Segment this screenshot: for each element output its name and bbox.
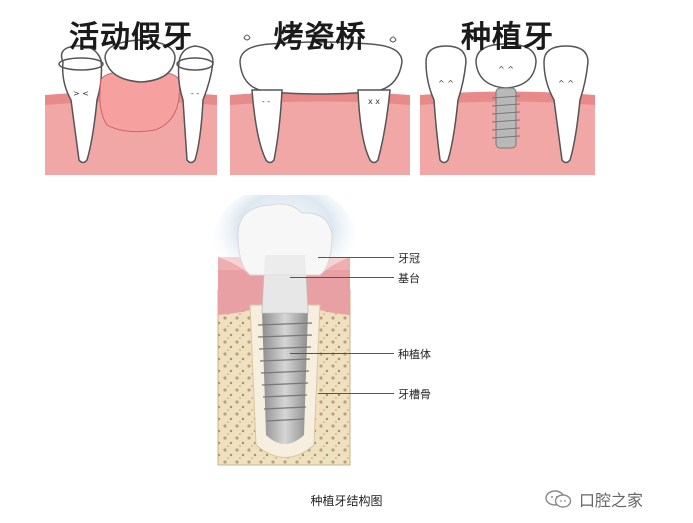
crown-leader-line: [318, 257, 394, 258]
label-implant-body: 种植体: [398, 348, 431, 361]
diagram-caption-text: 种植牙结构图: [310, 494, 383, 508]
svg-text:- -: - -: [262, 97, 270, 106]
implant-leader-line: [290, 353, 394, 354]
dental-implant-illustration: ^ ^ ^ ^ ^ ^: [420, 43, 595, 175]
label-abutment: 基台: [398, 272, 420, 285]
porcelain-bridge-illustration: - - x x: [230, 34, 410, 175]
removable-denture-illustration: > < - -: [45, 39, 217, 175]
wechat-icon: [545, 489, 573, 509]
svg-text:- -: - -: [191, 89, 199, 98]
panel-porcelain-bridge: - - x x 烤瓷桥: [230, 0, 410, 180]
implant-cross-section: [213, 195, 357, 466]
panel-title-porcelain-bridge: 烤瓷桥: [273, 20, 367, 55]
svg-text:^ ^: ^ ^: [438, 79, 454, 88]
panel-title-removable-denture: 活动假牙: [69, 20, 193, 55]
abutment-leader-line: [290, 277, 394, 278]
panel-removable-denture: > < - - 活动假牙: [45, 0, 217, 180]
svg-text:> <: > <: [73, 89, 89, 98]
panel-dental-implant: ^ ^ ^ ^ ^ ^ 种植牙: [420, 0, 595, 180]
watermark-text: 口腔之家: [579, 491, 644, 510]
implant-structure-diagram: 牙冠 基台 种植体 牙槽骨: [210, 195, 440, 480]
label-crown: 牙冠: [398, 252, 420, 265]
svg-text:^ ^: ^ ^: [498, 65, 514, 74]
svg-text:^ ^: ^ ^: [558, 79, 574, 88]
label-alveolar-bone: 牙槽骨: [398, 388, 431, 401]
svg-text:x x: x x: [368, 97, 380, 106]
panel-title-dental-implant: 种植牙: [461, 20, 554, 55]
bone-leader-line: [318, 393, 394, 394]
diagram-caption: 种植牙结构图: [0, 492, 693, 509]
watermark: 口腔之家: [545, 487, 643, 511]
